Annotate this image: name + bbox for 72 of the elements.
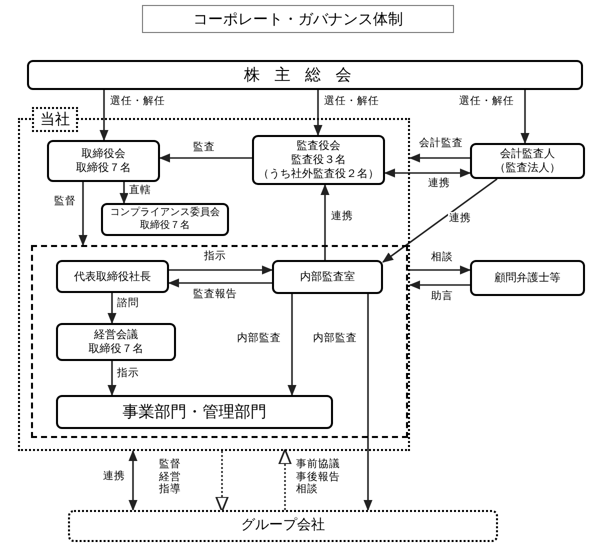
arrow xyxy=(158,154,252,162)
process-box xyxy=(470,143,585,179)
box-label: 取締役７名 xyxy=(76,161,131,175)
edge-label: 連携 xyxy=(427,177,451,190)
arrow xyxy=(364,294,372,512)
process-box xyxy=(56,323,176,361)
arrow xyxy=(108,361,116,396)
edge-label: 選任・解任 xyxy=(323,95,380,108)
arrow xyxy=(78,182,88,246)
box-label: （監査法人） xyxy=(494,161,560,175)
arrow xyxy=(410,266,472,274)
process-box xyxy=(27,60,583,90)
box-label: 代表取締役社長 xyxy=(74,270,151,284)
edge-label: 選任・解任 xyxy=(109,95,166,108)
arrow xyxy=(128,450,138,512)
box-label: 事業部門・管理部門 xyxy=(122,402,266,422)
box-label: 取締役７名 xyxy=(88,342,144,356)
dashed-frame xyxy=(31,245,408,438)
edge-label: 内部監査 xyxy=(312,332,358,345)
edge-label: 諮問 xyxy=(116,297,140,310)
edge-label: 監査 xyxy=(192,141,216,154)
process-box xyxy=(56,260,169,293)
edge-label: 連携 xyxy=(448,212,472,225)
arrow xyxy=(382,178,498,263)
arrow xyxy=(215,451,229,512)
edge-label: 内部監査 xyxy=(236,332,282,345)
arrow xyxy=(278,448,292,510)
group-label: 当社 xyxy=(32,107,78,132)
diagram-title: コーポレート・ガバナンス体制 xyxy=(142,5,454,33)
process-box xyxy=(252,135,385,185)
edge-label: 助言 xyxy=(430,290,454,303)
arrow xyxy=(120,182,128,204)
box-label: （うち社外監査役２名） xyxy=(258,166,379,181)
arrow xyxy=(288,294,296,396)
process-box xyxy=(101,203,229,236)
box-label: 取締役７名 xyxy=(140,220,190,232)
box-label: コンプライアンス委員会 xyxy=(110,207,220,220)
process-box xyxy=(47,140,160,182)
box-label: 経営会議 xyxy=(94,328,138,342)
arrow xyxy=(168,278,272,288)
process-box xyxy=(272,260,383,294)
edge-label: 指示 xyxy=(116,367,140,380)
arrow xyxy=(408,280,470,290)
arrow xyxy=(320,184,330,260)
arrow xyxy=(100,90,108,142)
arrow xyxy=(169,266,274,274)
process-box xyxy=(68,510,498,542)
arrow xyxy=(108,293,116,324)
box-label: 内部監査室 xyxy=(300,270,355,284)
process-box xyxy=(470,260,585,296)
edge-label: 指示 xyxy=(203,250,227,263)
box-label: 株主総会 xyxy=(244,65,366,85)
edge-label: 監査報告 xyxy=(192,288,238,301)
edge-label: 選任・解任 xyxy=(458,95,515,108)
box-label: 取締役会 xyxy=(82,147,126,161)
arrow xyxy=(384,168,472,178)
box-label: 監査役会 xyxy=(296,139,340,154)
box-label: 顧問弁護士等 xyxy=(494,271,560,285)
arrow xyxy=(408,154,470,162)
box-label: グループ会社 xyxy=(241,517,325,535)
arrow xyxy=(520,90,530,144)
edge-label: 監督 xyxy=(53,195,77,208)
edge-label: 監督経営指導 xyxy=(158,458,184,496)
edge-label: 連携 xyxy=(102,470,126,483)
arrow xyxy=(314,90,322,136)
box-label: 監査役３名 xyxy=(291,153,346,167)
edge-label: 相談 xyxy=(430,251,454,264)
process-box xyxy=(56,395,333,429)
edge-label: 会計監査 xyxy=(418,137,464,150)
edge-label: 直轄 xyxy=(128,184,152,197)
box-label: 会計監査人 xyxy=(500,147,555,161)
edge-label: 連携 xyxy=(330,210,354,223)
